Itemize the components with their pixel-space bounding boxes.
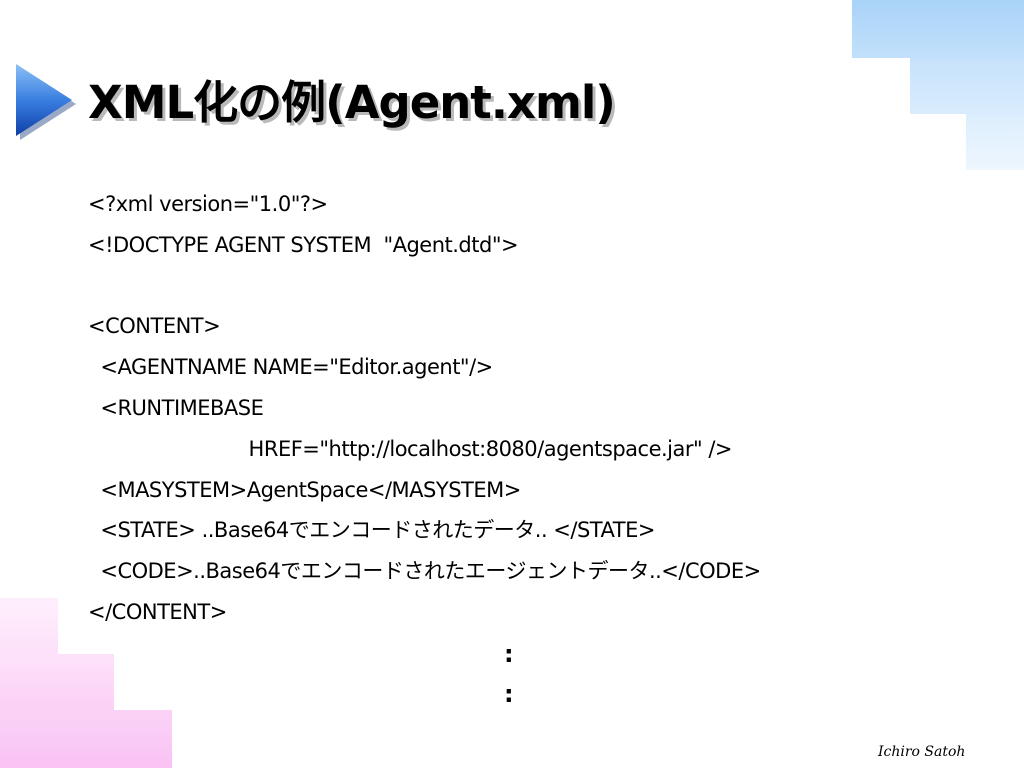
code-line-href: HREF="http://localhost:8080/agentspace.j…: [88, 436, 733, 461]
slide-title: XML化の例(Agent.xml): [88, 76, 616, 129]
code-line-xml-declaration: <?xml version="1.0"?>: [88, 192, 328, 216]
corner-block-bottom-left-2: [0, 654, 114, 710]
corner-block-bottom-left-1: [0, 710, 172, 768]
code-line-code: <CODE>..Base64でエンコードされたエージェントデータ..</CODE…: [88, 559, 761, 584]
xml-code-block: <?xml version="1.0"?> <!DOCTYPE AGENT SY…: [88, 184, 761, 633]
code-line-state: <STATE> ..Base64でエンコードされたデータ.. </STATE>: [88, 518, 655, 543]
corner-block-top-right-1: [852, 0, 1024, 58]
code-line-doctype: <!DOCTYPE AGENT SYSTEM "Agent.dtd">: [88, 232, 519, 257]
continuation-mark: :: [504, 640, 514, 668]
corner-block-top-right-2: [910, 58, 1024, 114]
code-line-blank: [88, 266, 761, 307]
code-line-masystem: <MASYSTEM>AgentSpace</MASYSTEM>: [88, 477, 521, 502]
continuation-marks: : :: [504, 634, 514, 714]
continuation-mark: :: [504, 680, 514, 708]
corner-block-bottom-left-3: [0, 598, 58, 654]
code-line-content-open: <CONTENT>: [88, 314, 221, 339]
code-line-content-close: </CONTENT>: [88, 599, 227, 624]
code-line-agentname: <AGENTNAME NAME="Editor.agent"/>: [88, 355, 493, 380]
right-triangle-arrow-icon: [16, 64, 76, 140]
author-credit: Ichiro Satoh: [878, 744, 966, 760]
corner-block-top-right-3: [966, 114, 1024, 170]
code-line-runtimebase: <RUNTIMEBASE: [88, 395, 264, 420]
